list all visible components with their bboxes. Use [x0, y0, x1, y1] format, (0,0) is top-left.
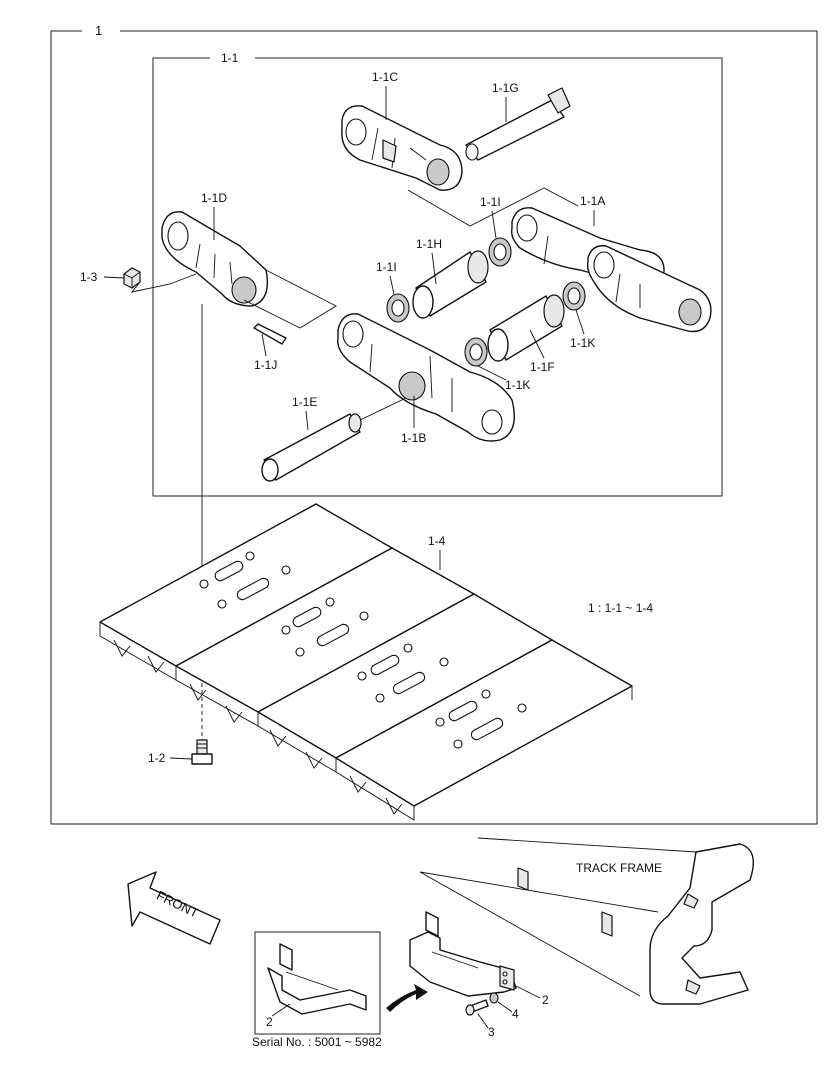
front-arrow: FRONT	[127, 871, 221, 945]
track-frame: TRACK FRAME	[419, 837, 754, 1005]
washer-4: 4	[489, 992, 519, 1021]
seal-1-1i-left	[386, 293, 410, 323]
serial-range: Serial No. : 5001 ~ 5982	[252, 1035, 382, 1049]
pin-1-1j	[253, 323, 287, 345]
label-1-1h: 1-1H	[416, 237, 442, 251]
main-frame: 1	[50, 23, 818, 825]
label-1-4: 1-4	[428, 534, 446, 548]
label-1-1j: 1-1J	[254, 358, 277, 372]
label-1-1a: 1-1A	[580, 194, 605, 208]
inner-frame-label: 1-1	[221, 51, 239, 65]
guard-part-2-label: 2	[542, 993, 549, 1007]
seal-1-1k-right	[562, 281, 586, 311]
label-1-1c: 1-1C	[372, 70, 398, 84]
seal-1-1i-top	[488, 237, 512, 267]
track-shoes-1-4	[99, 503, 633, 821]
link-1-1a	[510, 207, 712, 333]
label-1-1f: 1-1F	[530, 360, 555, 374]
bolt-3: 3	[465, 999, 495, 1039]
assembly-note: 1 : 1-1 ~ 1-4	[588, 601, 653, 615]
washer-4-label: 4	[512, 1007, 519, 1021]
label-1-1b: 1-1B	[401, 431, 426, 445]
label-1-2: 1-2	[148, 751, 166, 765]
nut-1-3	[123, 267, 141, 289]
main-frame-label: 1	[95, 23, 102, 38]
inset-pointer-arrow	[386, 984, 428, 1012]
guard-inset: 2 Serial No. : 5001 ~ 5982	[252, 931, 382, 1049]
callouts: 1-1C 1-1G 1-1D 1-1I 1-1A 1-1H 1-3 1-1I 1…	[80, 70, 653, 765]
seal-1-1k-center	[464, 337, 488, 367]
link-1-1b	[337, 313, 515, 442]
guard-installed: 2	[409, 911, 549, 1007]
label-1-1i-left: 1-1I	[376, 260, 397, 274]
bolt-1-2	[191, 739, 213, 765]
bolt-3-label: 3	[488, 1025, 495, 1039]
label-1-1i-top: 1-1I	[480, 195, 501, 209]
label-1-1e: 1-1E	[292, 395, 317, 409]
link-1-1c	[341, 105, 463, 191]
label-1-1d: 1-1D	[201, 191, 227, 205]
inset-part-2-label: 2	[266, 1015, 273, 1029]
label-1-1k-center: 1-1K	[505, 378, 530, 392]
pin-1-1e	[261, 413, 362, 482]
inner-frame: 1-1	[152, 51, 723, 497]
track-frame-label: TRACK FRAME	[576, 861, 662, 875]
link-1-1d	[161, 211, 269, 307]
bushing-1-1h	[412, 250, 489, 319]
pin-1-1g	[465, 87, 571, 161]
label-1-1g: 1-1G	[492, 81, 519, 95]
label-1-3: 1-3	[80, 270, 98, 284]
label-1-1k-right: 1-1K	[570, 336, 595, 350]
bushing-1-1f	[487, 294, 565, 362]
